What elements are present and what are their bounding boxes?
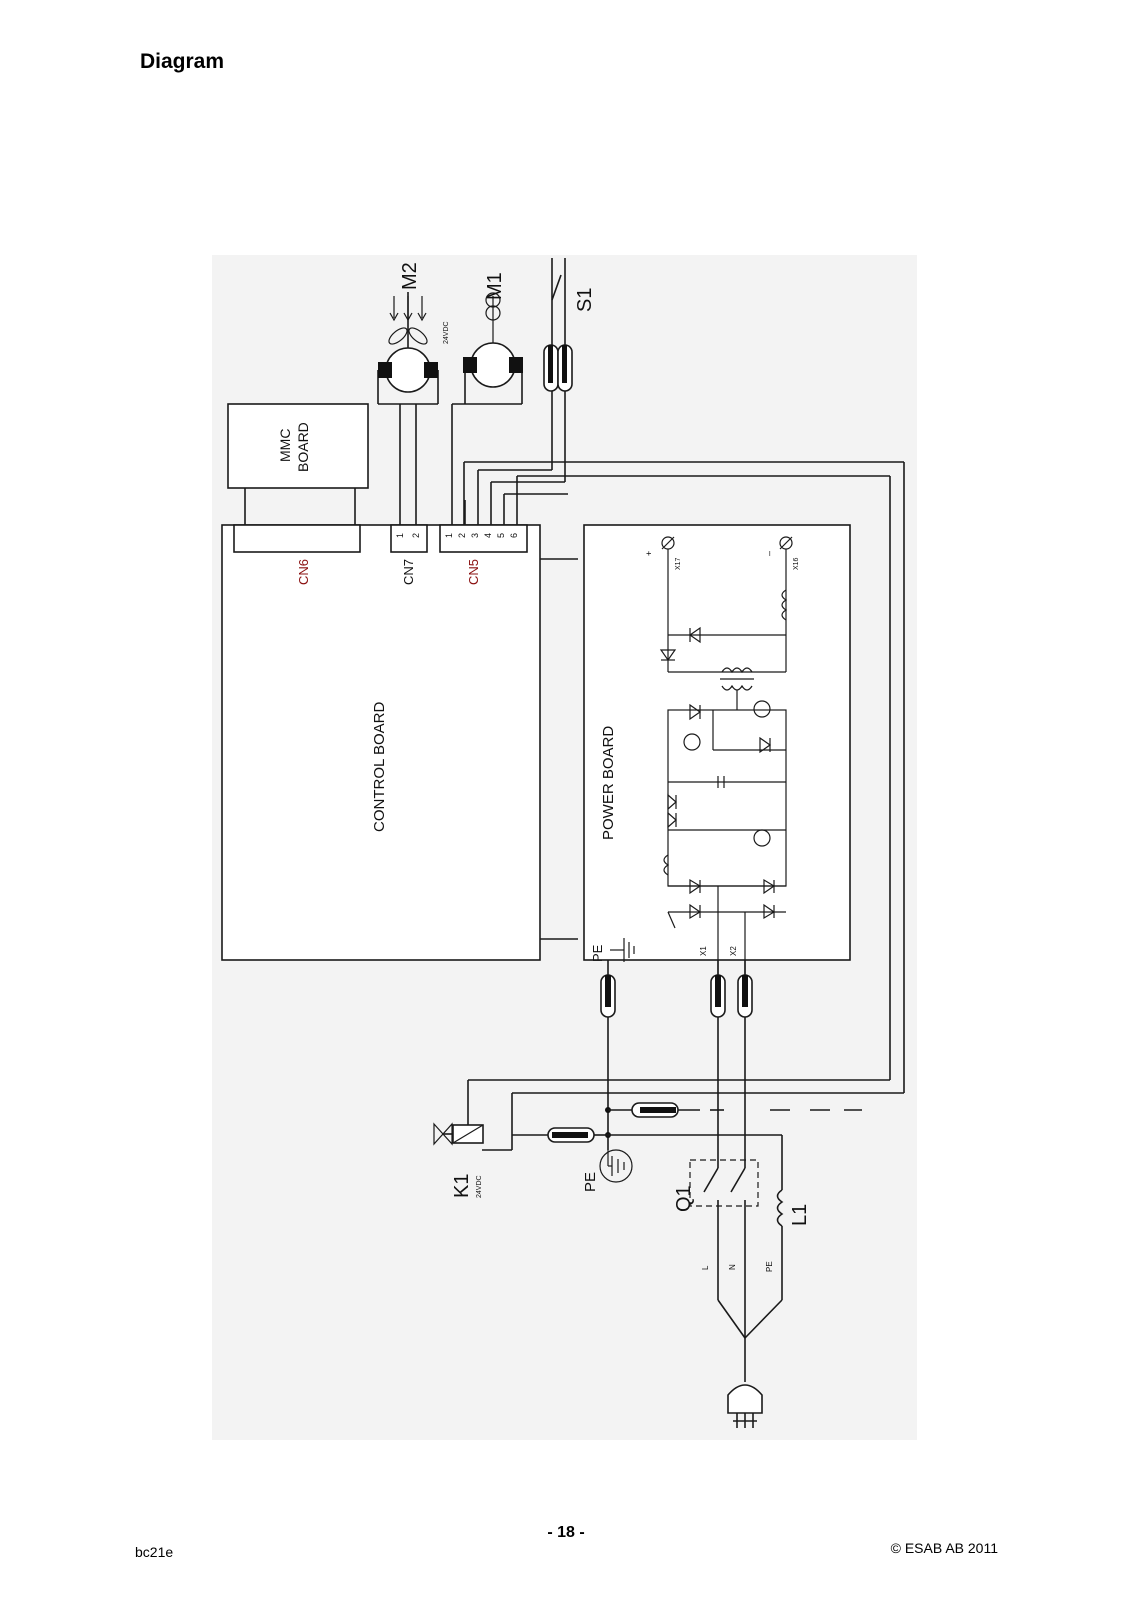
cn6-connector — [233, 524, 361, 553]
cn7-pin-1: 1 — [395, 533, 405, 538]
k1-label: K1 — [451, 1174, 473, 1198]
cn5-label: CN5 — [466, 559, 481, 585]
x16-label: X16 — [793, 557, 800, 570]
minus-sign: – — [764, 551, 774, 556]
cn5-pin-6: 6 — [509, 533, 519, 538]
mains-n-label: N — [728, 1264, 737, 1270]
x2-label: X2 — [729, 946, 738, 956]
mmc-board-label-2: BOARD — [295, 422, 311, 472]
cn5-pin-4: 4 — [483, 533, 493, 538]
page-heading: Diagram — [140, 50, 225, 73]
x17-label: X17 — [675, 557, 682, 570]
mains-plug-icon — [727, 1384, 763, 1414]
copyright: © ESAB AB 2011 — [890, 1540, 998, 1556]
plus-sign: + — [644, 551, 654, 556]
input-inductor-icon — [663, 854, 670, 876]
control-board-label: CONTROL BOARD — [371, 702, 388, 832]
m2-motor-icon — [385, 347, 431, 393]
pe-main-label: PE — [582, 1172, 599, 1192]
cn7-pin-2: 2 — [411, 533, 421, 538]
mains-l-label: L — [701, 1265, 710, 1270]
l1-inductor-icon — [776, 1189, 784, 1227]
x1-label: X1 — [699, 946, 708, 956]
k1-valve-icon — [433, 1122, 453, 1146]
power-board-label: POWER BOARD — [600, 726, 617, 840]
m2-fan-icon — [388, 327, 408, 345]
k1-voltage: 24VDC — [476, 1175, 483, 1198]
cn5-pin-1: 1 — [444, 533, 454, 538]
mains-pe-label: PE — [765, 1261, 774, 1272]
mmc-board-box — [227, 403, 369, 489]
mmc-board-label-1: MMC — [277, 429, 293, 462]
cn5-pin-5: 5 — [496, 533, 506, 538]
bridge-diode-2 — [763, 878, 776, 895]
m1-motor-icon — [470, 342, 516, 388]
control-board-box — [221, 524, 541, 961]
m1-pump-icon — [485, 305, 501, 321]
output-diode-icon — [688, 626, 701, 644]
pe-main-ground-icon — [599, 1149, 633, 1183]
s1-label: S1 — [574, 288, 596, 312]
cn5-connector — [439, 524, 528, 553]
cn5-pin-3: 3 — [470, 533, 480, 538]
cn7-label: CN7 — [401, 559, 416, 585]
pe-board-label: PE — [590, 944, 605, 962]
power-board-box — [583, 524, 851, 961]
l1-label: L1 — [789, 1204, 811, 1226]
document-code: bc21e — [135, 1544, 174, 1560]
transformer-icon — [721, 667, 753, 674]
q1-main-switch-icon — [689, 1159, 759, 1207]
igbt-3-icon — [753, 829, 771, 847]
igbt-2-icon — [753, 700, 771, 718]
page-number: - 18 - — [547, 1524, 585, 1541]
bridge-diode-4 — [763, 903, 776, 920]
cn6-label: CN6 — [296, 559, 311, 585]
cn7-connector — [390, 524, 428, 553]
igbt-1-icon — [683, 733, 701, 751]
q1-label: Q1 — [673, 1185, 695, 1212]
output-inductor-icon — [781, 589, 788, 621]
m1-label: M1 — [484, 272, 506, 300]
bridge-diode-1 — [689, 878, 702, 895]
m2-voltage: 24VDC — [443, 321, 450, 344]
m2-label: M2 — [399, 262, 421, 290]
bridge-diode-3 — [689, 903, 702, 920]
cn5-pin-2: 2 — [457, 533, 467, 538]
